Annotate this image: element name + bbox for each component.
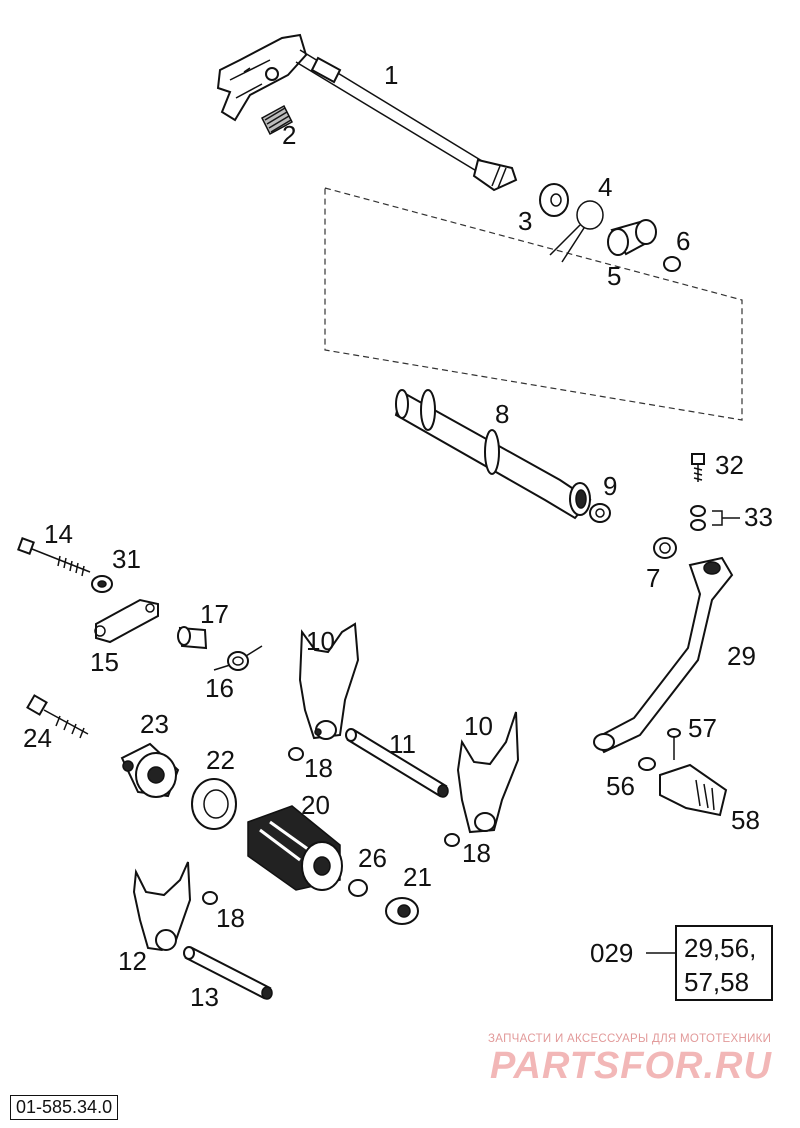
callout-33: 33	[744, 502, 773, 532]
callout-7-right: 7	[646, 563, 660, 593]
part-56-clip	[638, 757, 656, 771]
callout-2: 2	[282, 120, 296, 150]
part-10-shift-fork-right	[456, 711, 520, 834]
part-4-spring-clip	[549, 200, 604, 263]
callout-18-c: 18	[216, 903, 245, 933]
part-2-spring	[261, 104, 293, 136]
callout-24: 24	[23, 723, 52, 753]
part-20-shift-drum	[247, 805, 343, 891]
callout-4: 4	[598, 172, 612, 202]
callout-17: 17	[200, 599, 229, 629]
callout-18-b: 18	[462, 838, 491, 868]
callout-22: 22	[206, 745, 235, 775]
kit-parts-line1: 29,56,	[684, 933, 756, 963]
part-13-fork-shaft	[183, 946, 273, 1000]
part-31-washer	[91, 575, 113, 593]
kit-code: 029	[590, 938, 633, 968]
kit-parts-box	[675, 925, 773, 1001]
watermark-tagline: ЗАПЧАСТИ И АКСЕССУАРЫ ДЛЯ МОТОТЕХНИКИ	[488, 1033, 772, 1045]
callout-32: 32	[715, 450, 744, 480]
callout-9: 9	[603, 471, 617, 501]
drawing-code: 01-585.34.0	[10, 1095, 119, 1120]
callout-56: 56	[606, 771, 635, 801]
callout-3: 3	[518, 206, 532, 236]
callout-31: 31	[112, 544, 141, 574]
part-32-bolt	[691, 453, 705, 482]
callout-29: 29	[727, 641, 756, 671]
callout-1: 1	[384, 60, 398, 90]
part-1-shift-shaft	[216, 33, 518, 192]
callout-6: 6	[676, 226, 690, 256]
part-18-roller-a	[288, 747, 304, 761]
assembly-outline	[324, 187, 743, 421]
callout-11: 11	[389, 729, 416, 759]
part-6-ring	[663, 256, 681, 272]
part-24-bolt	[26, 694, 89, 739]
callout-23: 23	[140, 709, 169, 739]
part-12-shift-fork	[132, 861, 192, 952]
callout-8: 8	[495, 399, 509, 429]
callout-5: 5	[607, 261, 621, 291]
callout-13: 13	[190, 982, 219, 1012]
callout-58: 58	[731, 805, 760, 835]
callout-21: 21	[403, 862, 432, 892]
callout-20: 20	[301, 790, 330, 820]
callout-57: 57	[688, 713, 717, 743]
part-33-washers	[690, 505, 740, 531]
part-5-bushing	[607, 219, 657, 256]
callout-16: 16	[205, 673, 234, 703]
part-26-washer	[348, 879, 368, 897]
part-17-bushing	[177, 626, 208, 650]
callout-12: 12	[118, 946, 147, 976]
part-29-shift-lever	[593, 556, 734, 754]
part-11-fork-shaft	[345, 728, 449, 798]
callout-15: 15	[90, 647, 119, 677]
callout-10-left: 10	[306, 626, 335, 656]
part-18-roller-c	[202, 891, 218, 905]
kit-parts-line2: 57,58	[684, 967, 749, 997]
part-7-bushing	[653, 537, 677, 559]
part-14-bolt	[17, 537, 91, 577]
part-16-spring	[213, 645, 263, 671]
part-21-bushing	[385, 897, 419, 925]
part-58-footpeg	[659, 763, 728, 817]
part-10-shift-fork	[298, 622, 360, 740]
callout-26: 26	[358, 843, 387, 873]
kit-reference: 029 29,56, 57,58	[590, 925, 773, 1001]
part-3-washer	[539, 183, 569, 217]
part-15-lever	[94, 598, 159, 644]
part-22-bearing	[191, 778, 237, 830]
part-23-locator	[120, 742, 180, 798]
part-18-roller-b	[444, 833, 460, 847]
callout-14: 14	[44, 519, 73, 549]
watermark-logo: PARTSFOR.RU	[490, 1045, 772, 1087]
part-9-nut	[589, 503, 611, 523]
part-8-shaft	[394, 389, 592, 520]
callout-18-a: 18	[304, 753, 333, 783]
part-57-pin	[667, 728, 681, 760]
callout-10-right: 10	[464, 711, 493, 741]
